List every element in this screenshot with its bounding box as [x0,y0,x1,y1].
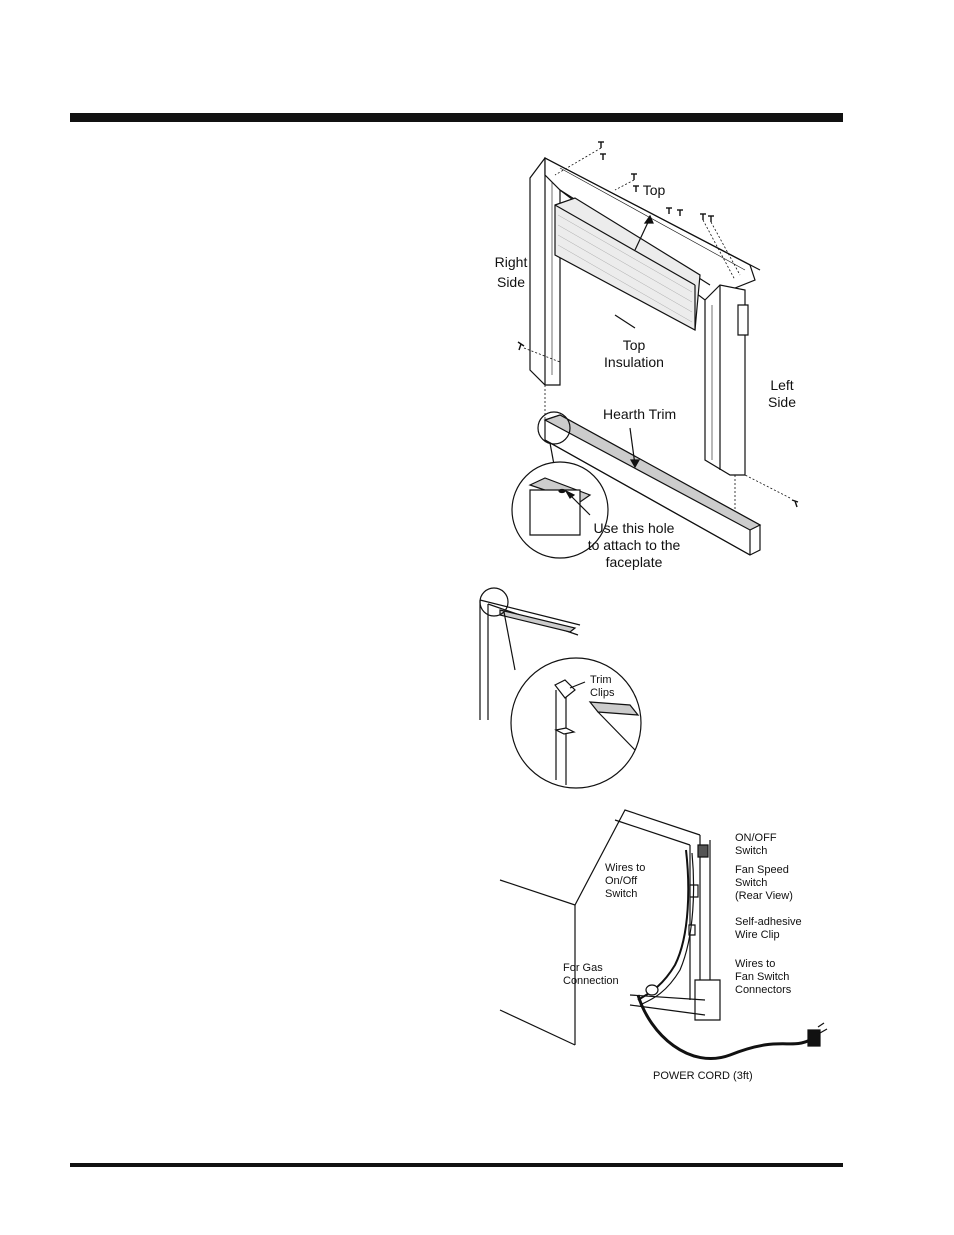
wiring-diagram [490,805,840,1095]
label-fan-speed-switch: Fan Speed Switch (Rear View) [735,864,793,903]
trim-assembly-diagram [500,130,830,575]
header-rule [70,113,843,122]
label-right-side: Right Side [494,254,528,290]
label-wires-fan-connectors: Wires to Fan Switch Connectors [735,958,792,997]
label-self-adhesive-clip: Self-adhesive Wire Clip [735,916,802,942]
label-on-off-switch: ON/OFF Switch [735,832,777,858]
label-gas-connection: For Gas Connection [563,962,619,988]
footer-rule [70,1163,843,1167]
label-wires-on-off: Wires to On/Off Switch [605,862,646,901]
label-top-insulation: Top Insulation [604,337,664,370]
label-left-side: Left Side [767,377,797,410]
trim-clips-diagram [470,580,670,800]
label-power-cord: POWER CORD (3ft) [653,1070,753,1082]
label-hearth-trim: Hearth Trim [603,406,677,422]
label-top: Top [642,182,666,198]
label-trim-clips: Trim Clips [590,674,615,700]
label-use-hole: Use this hole to attach to the faceplate [587,520,681,570]
